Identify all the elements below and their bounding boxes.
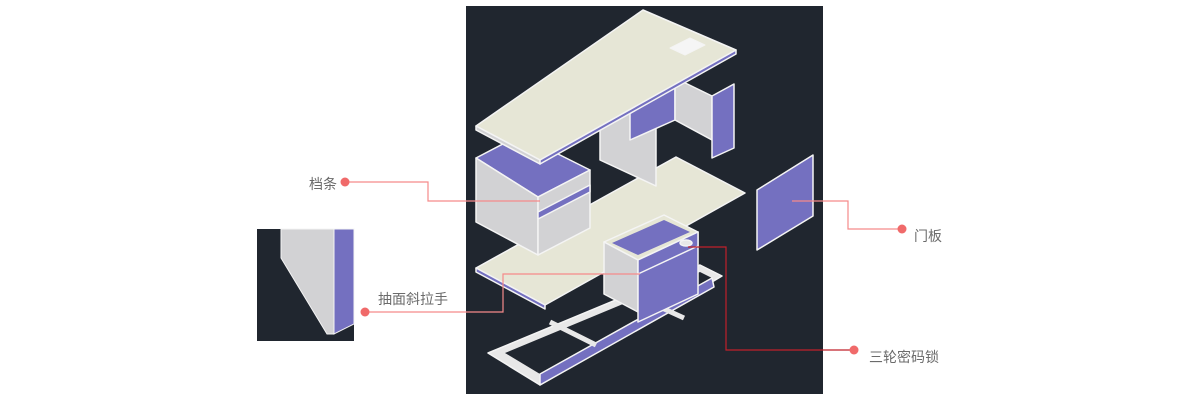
leader-door-panel	[792, 200, 902, 230]
leader-stop-strip	[345, 181, 540, 202]
label-door-panel: 门板	[914, 229, 942, 245]
label-combo-lock: 三轮密码锁	[869, 350, 939, 366]
leader-combo-lock	[688, 246, 854, 351]
marker-dot-door-panel	[897, 224, 907, 234]
label-drawer-handle: 抽面斜拉手	[378, 292, 448, 308]
marker-dot-drawer-handle	[360, 307, 370, 317]
label-stop-strip: 档条	[309, 177, 337, 193]
marker-dot-combo-lock	[849, 345, 859, 355]
leader-drawer-handle	[365, 273, 640, 313]
marker-dot-stop-strip	[340, 177, 350, 187]
handle-detail-inset	[257, 228, 355, 341]
desk-exploded-model	[475, 9, 814, 386]
